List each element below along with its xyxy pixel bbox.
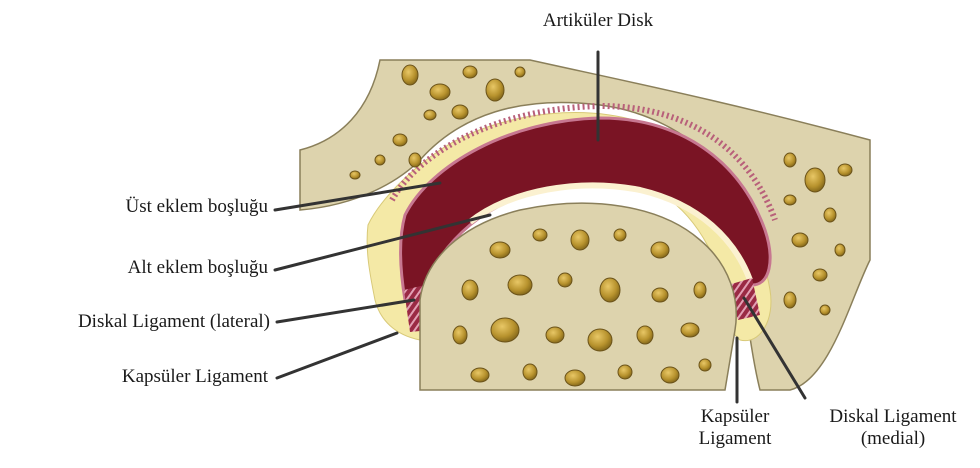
label-alt-eklem-boslugu: Alt eklem boşluğu: [20, 257, 268, 279]
label-ust-eklem-boslugu: Üst eklem boşluğu: [20, 196, 268, 218]
label-diskal-medial-line2: (medial): [808, 428, 978, 450]
label-diskal-medial-line1: Diskal Ligament: [808, 406, 978, 428]
leader-kapsuler-left: [277, 333, 397, 378]
label-artikuler-disk: Artiküler Disk: [508, 10, 688, 32]
label-diskal-ligament-lateral: Diskal Ligament (lateral): [0, 311, 270, 333]
label-kapsuler-line2: Ligament: [675, 428, 795, 450]
label-kapsuler-ligament-bottom: Kapsüler Ligament: [675, 406, 795, 450]
label-kapsuler-line1: Kapsüler: [675, 406, 795, 428]
label-kapsuler-ligament-left: Kapsüler Ligament: [20, 366, 268, 388]
label-diskal-ligament-medial: Diskal Ligament (medial): [808, 406, 978, 450]
